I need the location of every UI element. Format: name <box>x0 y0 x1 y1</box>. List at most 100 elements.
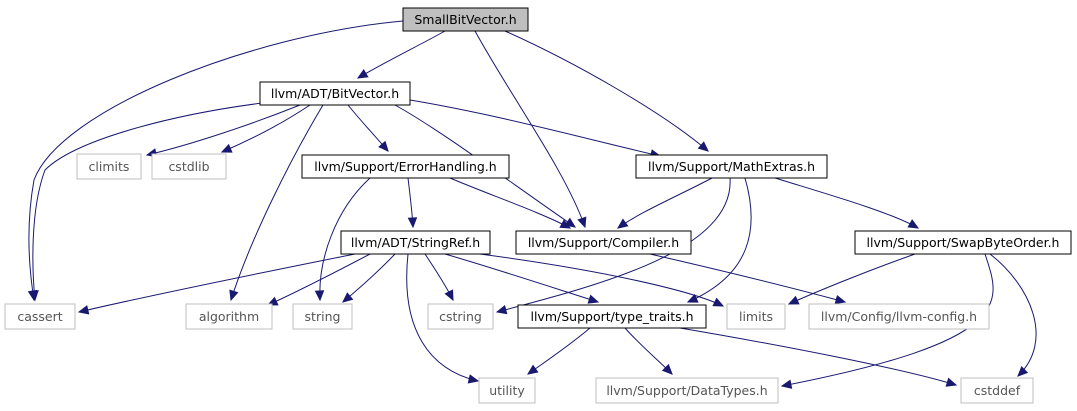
node-label: llvm/ADT/BitVector.h <box>271 86 399 101</box>
node-label: llvm/Support/type_traits.h <box>530 309 693 324</box>
arrowhead-icon <box>945 377 958 387</box>
node-label: cassert <box>17 309 62 324</box>
edge-line <box>409 99 661 157</box>
arrowhead-icon <box>495 304 508 315</box>
edge-mathextras-to-swapbyteorder <box>774 177 920 229</box>
edge-stringref-to-algorithm <box>266 253 371 306</box>
edge-type_traits-to-utility <box>526 327 591 375</box>
edge-line <box>444 253 599 303</box>
edge-bitvector-to-mathextras <box>409 99 662 159</box>
edge-line <box>479 253 724 307</box>
arrowhead-icon <box>378 140 389 152</box>
arrowhead-icon <box>661 363 673 375</box>
edge-line <box>221 104 311 153</box>
node-limits[interactable]: limits <box>726 303 786 330</box>
edge-line <box>649 253 846 303</box>
arrowhead-icon <box>834 294 847 305</box>
node-label: climits <box>89 159 130 174</box>
edge-line <box>449 177 571 229</box>
arrowhead-icon <box>526 364 539 375</box>
arrowhead-icon <box>907 219 920 229</box>
edge-bitvector-to-algorithm <box>229 104 324 302</box>
edge-swapbyteorder-to-limits <box>787 253 916 305</box>
node-swapbyteorder[interactable]: llvm/Support/SwapByteOrder.h <box>854 230 1072 255</box>
arrowhead-icon <box>697 141 709 152</box>
node-label: llvm/Support/DataTypes.h <box>606 383 767 398</box>
edge-line <box>28 20 404 301</box>
node-datatypes[interactable]: llvm/Support/DataTypes.h <box>595 377 779 404</box>
edge-line <box>624 327 673 375</box>
edge-line <box>788 253 916 305</box>
node-label: algorithm <box>199 309 259 324</box>
node-label: llvm/Support/MathExtras.h <box>648 159 815 174</box>
node-label: llvm/Support/Compiler.h <box>528 235 679 250</box>
edge-mathextras-to-cstring <box>495 177 731 315</box>
edge-line <box>474 30 586 228</box>
node-stringref[interactable]: llvm/ADT/StringRef.h <box>340 230 491 255</box>
node-smallbitvector[interactable]: SmallBitVector.h <box>402 7 529 32</box>
edge-line <box>230 104 324 301</box>
edge-line <box>146 104 301 156</box>
node-algorithm[interactable]: algorithm <box>185 303 273 330</box>
edge-bitvector-to-cstdlib <box>220 104 311 153</box>
edge-compiler-to-llvm_config <box>649 253 847 305</box>
edge-mathextras-to-type_traits <box>686 177 752 303</box>
edge-line <box>78 253 356 313</box>
node-label: llvm/Config/llvm-config.h <box>821 309 977 324</box>
edge-type_traits-to-cstddef <box>679 327 958 387</box>
node-cassert[interactable]: cassert <box>4 303 76 330</box>
node-climits[interactable]: climits <box>76 153 142 180</box>
edge-line <box>989 253 1037 377</box>
node-utility[interactable]: utility <box>478 377 536 404</box>
edge-stringref-to-utility <box>406 253 480 384</box>
node-type-traits[interactable]: llvm/Support/type_traits.h <box>517 304 707 329</box>
edge-line <box>319 177 371 301</box>
node-errorhandling[interactable]: llvm/Support/ErrorHandling.h <box>301 154 510 179</box>
arrowhead-icon <box>780 379 793 389</box>
edge-swapbyteorder-to-cstddef <box>989 253 1037 377</box>
node-label: llvm/ADT/StringRef.h <box>351 235 480 250</box>
arrowhead-icon <box>587 294 600 304</box>
arrowhead-icon <box>77 305 90 315</box>
edge-line <box>32 102 263 301</box>
edge-line <box>357 30 446 79</box>
node-label: cstring <box>439 309 482 324</box>
edge-errorhandling-to-compiler <box>449 177 572 229</box>
edge-line <box>342 253 396 303</box>
node-label: SmallBitVector.h <box>414 12 516 27</box>
edge-stringref-to-cstring <box>424 253 454 302</box>
node-label: cstddef <box>974 383 1021 398</box>
edge-smallbitvector-to-mathextras <box>504 30 709 152</box>
arrowhead-icon <box>559 219 572 229</box>
node-compiler[interactable]: llvm/Support/Compiler.h <box>515 230 692 255</box>
edge-stringref-to-cassert <box>77 253 356 315</box>
node-bitvector[interactable]: llvm/ADT/BitVector.h <box>259 81 411 106</box>
arrowhead-icon <box>444 289 454 302</box>
node-label: limits <box>739 309 773 324</box>
edge-line <box>527 327 591 375</box>
node-label: cstdlib <box>168 159 209 174</box>
edge-smallbitvector-to-bitvector <box>356 30 446 79</box>
arrowhead-icon <box>342 292 354 303</box>
arrowhead-icon <box>712 297 725 307</box>
edge-line <box>617 177 713 229</box>
arrowhead-icon <box>787 295 800 305</box>
edge-line <box>679 327 957 386</box>
edge-line <box>774 177 919 229</box>
node-cstdlib[interactable]: cstdlib <box>151 153 227 180</box>
arrowhead-icon <box>1017 365 1029 377</box>
edge-line <box>504 30 709 152</box>
node-llvm-config[interactable]: llvm/Config/llvm-config.h <box>808 303 990 330</box>
node-cstring[interactable]: cstring <box>427 303 494 330</box>
edge-stringref-to-limits <box>479 253 725 307</box>
edge-smallbitvector-to-compiler <box>474 30 587 229</box>
edge-line <box>496 177 731 313</box>
node-string[interactable]: string <box>292 303 353 330</box>
edge-stringref-to-string <box>342 253 396 303</box>
node-mathextras[interactable]: llvm/Support/MathExtras.h <box>635 154 828 179</box>
edge-line <box>687 177 752 303</box>
arrowhead-icon <box>229 289 239 302</box>
arrowhead-icon <box>220 143 233 153</box>
node-cstddef[interactable]: cstddef <box>960 377 1034 404</box>
node-label: llvm/Support/ErrorHandling.h <box>314 159 496 174</box>
